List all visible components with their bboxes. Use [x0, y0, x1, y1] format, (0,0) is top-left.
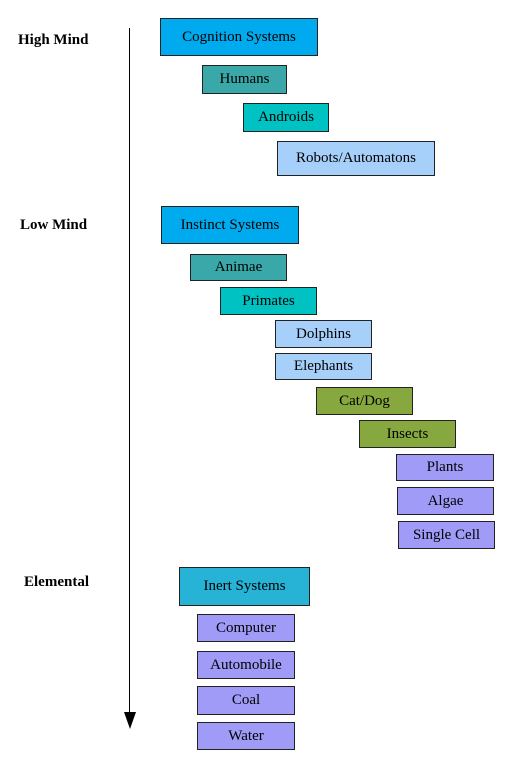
node-computer: Computer	[197, 614, 295, 642]
node-single-cell: Single Cell	[398, 521, 495, 549]
node-humans: Humans	[202, 65, 287, 94]
node-coal: Coal	[197, 686, 295, 715]
node-primates: Primates	[220, 287, 317, 315]
level-elemental: Elemental	[24, 574, 89, 590]
node-cognition-systems: Cognition Systems	[160, 18, 318, 56]
node-dolphins: Dolphins	[275, 320, 372, 348]
hierarchy-axis-line	[129, 28, 130, 718]
level-high-mind: High Mind	[18, 32, 89, 48]
node-insects: Insects	[359, 420, 456, 448]
node-cat-dog: Cat/Dog	[316, 387, 413, 415]
node-androids: Androids	[243, 103, 329, 132]
node-water: Water	[197, 722, 295, 750]
node-animae: Animae	[190, 254, 287, 281]
node-elephants: Elephants	[275, 353, 372, 380]
node-instinct-systems: Instinct Systems	[161, 206, 299, 244]
node-robots-automatons: Robots/Automatons	[277, 141, 435, 176]
node-automobile: Automobile	[197, 651, 295, 679]
level-low-mind: Low Mind	[20, 217, 88, 233]
arrow-down-icon	[124, 712, 136, 729]
node-algae: Algae	[397, 487, 494, 515]
node-plants: Plants	[396, 454, 494, 481]
node-inert-systems: Inert Systems	[179, 567, 310, 606]
